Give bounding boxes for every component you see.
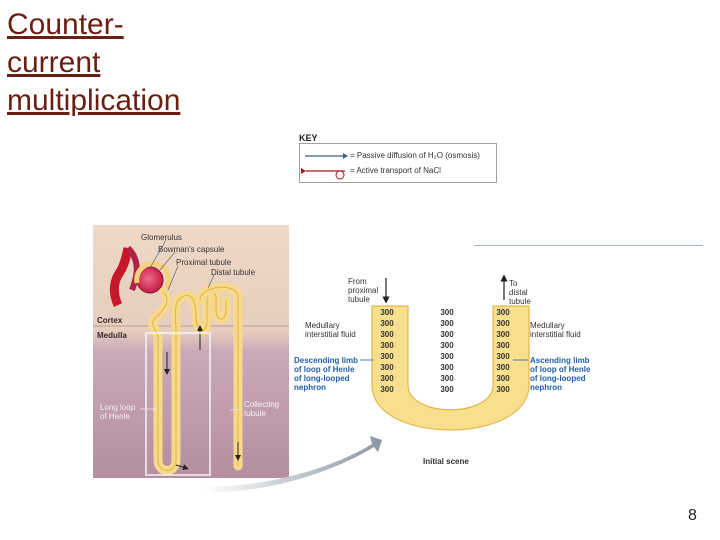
descending-line-1: Descending limb <box>294 356 359 365</box>
key-box: = Passive diffusion of H₂O (osmosis) = A… <box>299 143 497 183</box>
interstitial-value: 300 <box>440 319 454 328</box>
key-passive-label: = Passive diffusion of H₂O (osmosis) <box>350 151 480 160</box>
interstitial-value: 300 <box>440 341 454 350</box>
interstitial-value: 300 <box>440 363 454 372</box>
key-active-arrow <box>301 168 345 180</box>
collecting-line-1: Collecting <box>244 400 280 409</box>
ascending-value: 300 <box>496 374 510 383</box>
medulla-label: Medulla <box>97 331 127 340</box>
interstitial-value: 300 <box>440 352 454 361</box>
to-distal-line-1: To <box>509 279 518 288</box>
ascending-line-3: of long-looped <box>530 374 586 383</box>
descending-line-2: of loop of Henle <box>294 365 355 374</box>
from-proximal-line-2: proximal <box>348 286 379 295</box>
ascending-value: 300 <box>496 385 510 394</box>
long-loop-line-2: of Henle <box>100 412 130 421</box>
initial-scene-caption: Initial scene <box>423 457 469 466</box>
bowmans-capsule-shape <box>134 261 172 292</box>
descending-value: 300 <box>380 385 394 394</box>
ascending-value: 300 <box>496 363 510 372</box>
interstitial-value: 300 <box>440 330 454 339</box>
descending-limb-label: Descending limb of loop of Henle of long… <box>294 356 358 392</box>
descending-value: 300 <box>380 330 394 339</box>
interstitial-right-label: Medullary interstitial fluid <box>530 321 581 339</box>
descending-line-4: nephron <box>294 383 326 392</box>
zoom-arrow <box>205 436 382 493</box>
interstitial-right-line-2: interstitial fluid <box>530 330 581 339</box>
slide-title: Counter- current multiplication <box>7 6 180 120</box>
title-line-1: Counter- <box>7 8 124 41</box>
interstitial-left-line-2: interstitial fluid <box>305 330 356 339</box>
from-proximal-label: From proximal tubule <box>348 277 378 304</box>
collecting-tubule-label: Collecting tubule <box>244 400 279 418</box>
separator-line <box>474 245 703 246</box>
descending-value: 300 <box>380 341 394 350</box>
capsule-leader <box>159 251 176 271</box>
ascending-value: 300 <box>496 308 510 317</box>
title-line-2: current <box>7 46 101 79</box>
ascending-line-1: Ascending limb <box>530 356 590 365</box>
ascending-value: 300 <box>496 352 510 361</box>
interstitial-left-label: Medullary interstitial fluid <box>305 321 356 339</box>
loop-of-henle <box>371 305 530 431</box>
key-title: KEY <box>299 133 318 143</box>
interstitial-value: 300 <box>440 385 454 394</box>
long-loop-label: Long loop of Henle <box>100 403 135 421</box>
long-loop-line-1: Long loop <box>100 403 136 412</box>
from-proximal-line-3: tubule <box>348 295 370 304</box>
collecting-tubule-outline <box>199 286 239 466</box>
ascending-value: 300 <box>496 319 510 328</box>
to-distal-label: To distal tubule <box>509 279 531 306</box>
loop-highlight-box <box>145 332 211 476</box>
interstitial-value: 300 <box>440 374 454 383</box>
glomerulus-leader <box>149 239 167 269</box>
slide-number: 8 <box>688 507 697 524</box>
descending-value: 300 <box>380 308 394 317</box>
ascending-line-4: nephron <box>530 383 562 392</box>
proximal-leader <box>167 265 179 291</box>
cortex-label: Cortex <box>97 316 123 325</box>
glomerulus-label: Glomerulus <box>141 233 182 242</box>
to-distal-line-2: distal <box>509 288 528 297</box>
ascending-limb-label: Ascending limb of loop of Henle of long-… <box>530 356 590 392</box>
afferent-arteriole <box>109 247 133 307</box>
flow-arrow-bottom <box>175 464 189 471</box>
title-line-3: multiplication <box>7 84 181 117</box>
ascending-value: 300 <box>496 341 510 350</box>
interstitial-right-line-1: Medullary <box>530 321 565 330</box>
ascending-line-2: of loop of Henle <box>530 365 591 374</box>
descending-value: 300 <box>380 352 394 361</box>
interstitial-left-line-1: Medullary <box>305 321 340 330</box>
efferent-arteriole <box>125 245 140 292</box>
from-proximal-line-1: From <box>348 277 367 286</box>
key-active-label: = Active transport of NaCl <box>350 166 441 175</box>
descending-line-3: of long-looped <box>294 374 350 383</box>
key-passive-arrow <box>305 153 348 159</box>
proximal-tubule-label: Proximal tubule <box>176 258 232 267</box>
bowmans-capsule-label: Bowman's capsule <box>158 245 225 254</box>
interstitial-value: 300 <box>440 308 454 317</box>
descending-value: 300 <box>380 374 394 383</box>
to-distal-line-3: tubule <box>509 297 531 306</box>
descending-value: 300 <box>380 363 394 372</box>
distal-leader <box>207 274 215 289</box>
distal-tubule-label: Distal tubule <box>211 268 256 277</box>
descending-value: 300 <box>380 319 394 328</box>
ascending-value: 300 <box>496 330 510 339</box>
tubule-outline <box>152 291 227 471</box>
collecting-line-2: tubule <box>244 409 266 418</box>
